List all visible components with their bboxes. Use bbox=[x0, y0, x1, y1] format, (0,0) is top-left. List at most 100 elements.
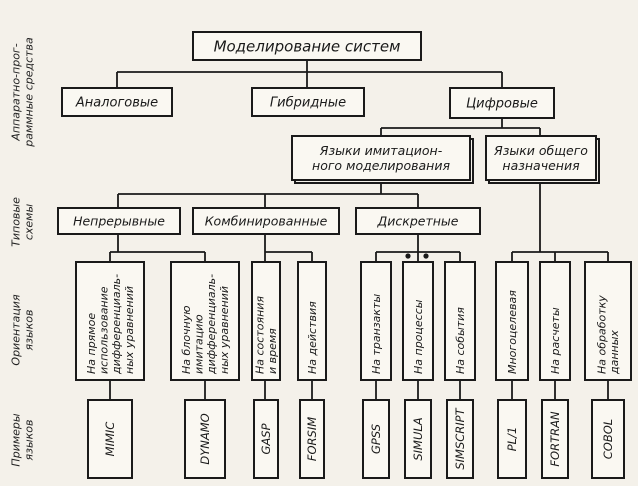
node-orient-processes-frame bbox=[402, 261, 434, 381]
node-orient-diffeq-direct-text: дифференциаль- bbox=[110, 274, 123, 375]
node-orient-multipurpose: Многоцелевая bbox=[495, 261, 529, 381]
node-orient-processes: На процессы bbox=[402, 261, 434, 381]
node-example-gasp-text: GASP bbox=[259, 423, 273, 454]
node-digital: Цифровые bbox=[449, 87, 555, 119]
node-discrete: Дискретные bbox=[355, 207, 481, 235]
node-example-mimic: MIMIC bbox=[87, 399, 133, 479]
node-orient-states-time-text: На состояния bbox=[254, 296, 267, 374]
node-orient-data-processing-text: данных bbox=[608, 330, 621, 375]
node-continuous-frame bbox=[57, 207, 181, 235]
row-label-examples-text: языков bbox=[23, 419, 36, 460]
node-analog: Аналоговые bbox=[61, 87, 173, 117]
node-example-dynamo-frame bbox=[184, 399, 226, 479]
node-orient-calculations-text: На расчеты bbox=[549, 307, 562, 374]
node-orient-events-text: На события bbox=[454, 307, 467, 374]
node-example-forsim-text: FORSIM bbox=[305, 417, 319, 461]
node-orient-actions-text: На действия bbox=[306, 301, 319, 374]
node-example-gpss: GPSS bbox=[362, 399, 390, 479]
node-simulation-languages-text: Языки имитацион- bbox=[319, 143, 443, 158]
row-label-hardware-text: Аппаратно-прог- bbox=[10, 43, 23, 141]
node-orient-actions: На действия bbox=[297, 261, 327, 381]
node-orient-diffeq-direct-text: На прямое bbox=[85, 313, 98, 374]
node-example-cobol-frame bbox=[591, 399, 625, 479]
row-label-schemes-text: схемы bbox=[23, 204, 36, 241]
node-example-cobol-text: COBOL bbox=[601, 419, 615, 459]
node-example-forsim-frame bbox=[299, 399, 325, 479]
node-orient-diffeq-block-frame bbox=[170, 261, 240, 381]
node-general-languages-text: Языки общего bbox=[493, 143, 588, 158]
node-example-gpss-frame bbox=[362, 399, 390, 479]
root-node: Моделирование систем bbox=[192, 31, 422, 61]
node-orient-diffeq-block-text: На блочную bbox=[180, 305, 193, 374]
node-example-simscript-frame bbox=[446, 399, 474, 479]
node-example-simscript-text: SIMSCRIPT bbox=[453, 407, 467, 469]
node-discrete-frame bbox=[355, 207, 481, 235]
row-label-schemes-text: Типовые bbox=[10, 197, 23, 247]
row-label-orientation-text: Ориентация bbox=[10, 294, 23, 366]
node-hybrid: Гибридные bbox=[251, 87, 365, 117]
node-example-gasp-frame bbox=[253, 399, 279, 479]
node-example-pl1-frame bbox=[497, 399, 527, 479]
node-example-fortran-text: FORTRAN bbox=[548, 411, 562, 467]
node-general-languages-text: назначения bbox=[502, 158, 580, 173]
row-label-hardware-text: раммные средства bbox=[23, 37, 36, 148]
node-example-fortran: FORTRAN bbox=[541, 399, 569, 479]
node-combined-text: Комбинированные bbox=[205, 213, 328, 228]
node-orient-transacts: На транзакты bbox=[360, 261, 392, 381]
node-orient-multipurpose-frame bbox=[495, 261, 529, 381]
junction-dot-1 bbox=[405, 253, 411, 259]
node-hybrid-frame bbox=[251, 87, 365, 117]
node-general-languages-frame bbox=[485, 135, 597, 181]
node-orient-diffeq-direct-text: использование bbox=[98, 286, 111, 374]
node-orient-events: На события bbox=[444, 261, 476, 381]
node-combined: Комбинированные bbox=[192, 207, 340, 235]
node-example-simscript: SIMSCRIPT bbox=[446, 399, 474, 479]
node-example-simula: SIMULA bbox=[404, 399, 432, 479]
node-orient-diffeq-block-text: ных уравнений bbox=[218, 286, 231, 374]
node-analog-text: Аналоговые bbox=[75, 96, 158, 111]
node-example-dynamo-text: DYNAMO bbox=[198, 413, 212, 464]
node-simulation-languages: Языки имитацион-ного моделирования bbox=[291, 135, 474, 184]
node-orient-diffeq-direct-text: ных уравнений bbox=[123, 286, 136, 374]
row-label-orientation-text: языков bbox=[23, 309, 36, 350]
node-example-gpss-text: GPSS bbox=[369, 424, 383, 454]
node-orient-states-time-frame bbox=[251, 261, 281, 381]
node-simulation-languages-text: ного моделирования bbox=[312, 158, 450, 173]
node-orient-diffeq-block-text: имитацию bbox=[193, 314, 206, 374]
node-orient-events-frame bbox=[444, 261, 476, 381]
node-digital-frame bbox=[449, 87, 555, 119]
node-digital-text: Цифровые bbox=[466, 97, 538, 112]
node-example-dynamo: DYNAMO bbox=[184, 399, 226, 479]
node-hybrid-text: Гибридные bbox=[270, 96, 346, 111]
node-orient-processes-text: На процессы bbox=[412, 299, 425, 374]
root-node-text: Моделирование систем bbox=[214, 37, 401, 55]
node-example-mimic-text: MIMIC bbox=[103, 422, 117, 457]
node-simulation-languages-frame bbox=[291, 135, 471, 181]
junction-dot-2 bbox=[423, 253, 429, 259]
node-orient-data-processing-frame bbox=[584, 261, 632, 381]
node-example-pl1: PL/1 bbox=[497, 399, 527, 479]
node-orient-states-time-text: и время bbox=[266, 328, 279, 374]
node-example-pl1-text: PL/1 bbox=[505, 427, 519, 452]
node-example-fortran-frame bbox=[541, 399, 569, 479]
node-continuous: Непрерывные bbox=[57, 207, 181, 235]
node-orient-multipurpose-text: Многоцелевая bbox=[506, 290, 519, 374]
node-example-cobol: COBOL bbox=[591, 399, 625, 479]
node-example-forsim: FORSIM bbox=[299, 399, 325, 479]
node-orient-transacts-frame bbox=[360, 261, 392, 381]
node-orient-calculations: На расчеты bbox=[539, 261, 571, 381]
node-orient-diffeq-block-text: дифференциаль- bbox=[205, 274, 218, 375]
node-orient-calculations-frame bbox=[539, 261, 571, 381]
node-orient-transacts-text: На транзакты bbox=[370, 294, 383, 374]
node-orient-diffeq-direct-frame bbox=[75, 261, 145, 381]
node-combined-frame bbox=[192, 207, 340, 235]
node-discrete-text: Дискретные bbox=[377, 213, 459, 228]
